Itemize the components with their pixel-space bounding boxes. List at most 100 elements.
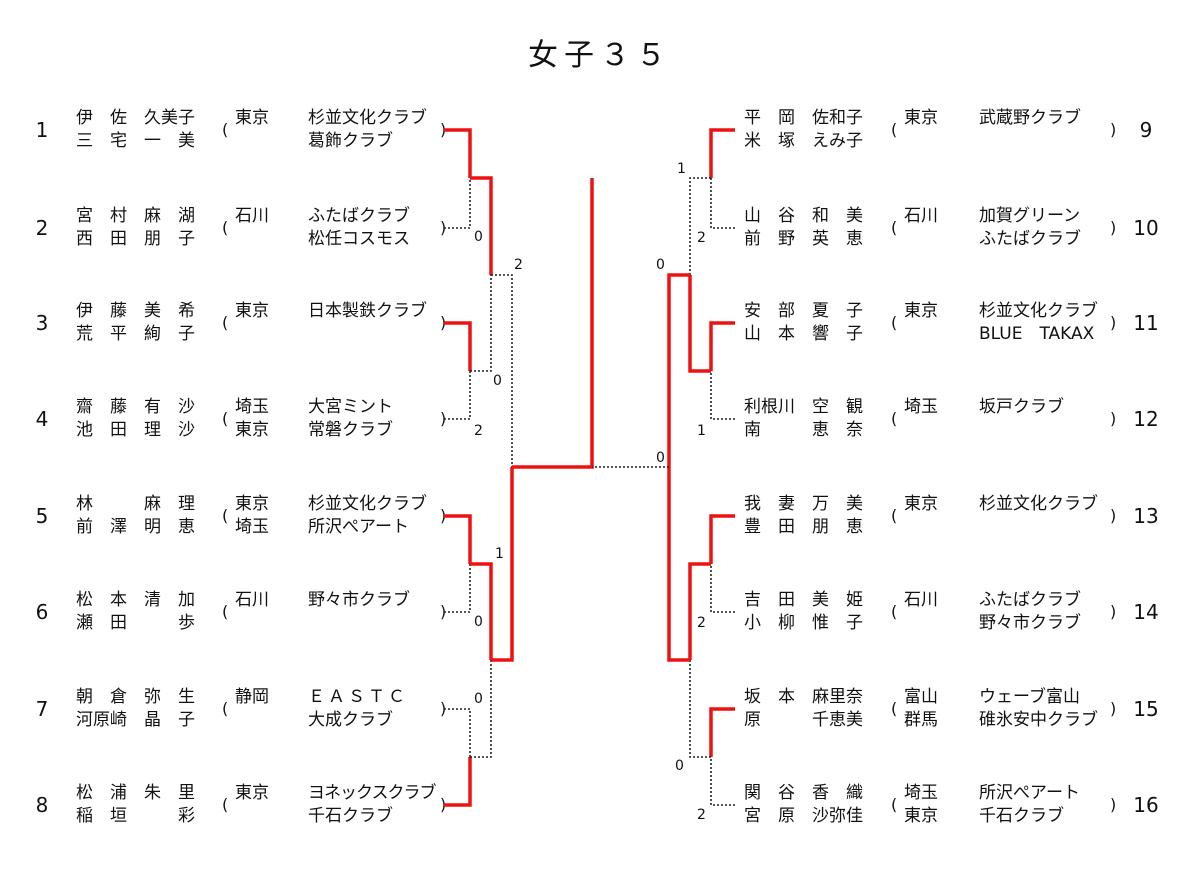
- lose-line-16: [710, 757, 735, 806]
- club-name: ヨネックスクラブ: [308, 783, 437, 803]
- club-name: ふたばクラブ: [979, 229, 1081, 249]
- win-line-r2-c: [470, 562, 493, 660]
- player-name: 宮 村 麻 湖: [76, 206, 195, 226]
- prefecture: 東京: [235, 783, 269, 803]
- player-names: 平 岡 佐和子米 塚 えみ子: [744, 107, 880, 153]
- player-name: 瀬 田 歩: [76, 613, 195, 633]
- club-name: 所沢ぺアート: [979, 783, 1080, 803]
- lose-line-10: [710, 178, 735, 229]
- player-name: 利根川 空 観: [744, 397, 863, 417]
- club-name: 大宮ミント: [308, 397, 393, 417]
- lose-line-sf-a: [491, 274, 513, 467]
- right-round2-lines: [688, 177, 711, 758]
- open-paren: (: [222, 506, 229, 525]
- prefecture: 石川: [904, 590, 938, 610]
- club-name: 野々市クラブ: [308, 590, 410, 610]
- player-name: 安 部 夏 子: [744, 301, 863, 321]
- club-name: 杉並文化クラブ: [979, 301, 1098, 321]
- win-line-r2-g: [688, 562, 711, 660]
- seed-number: 10: [1133, 216, 1159, 240]
- player-names: 齋 藤 有 沙池 田 理 沙: [76, 396, 212, 442]
- player-names: 松 本 清 加瀬 田 歩: [76, 589, 212, 635]
- seed-number: 16: [1133, 793, 1159, 817]
- prefecture: 静岡: [235, 687, 269, 707]
- close-paren: ): [1110, 218, 1117, 237]
- lose-line-r2-b: [470, 275, 492, 372]
- clubs: 杉並文化クラブ葛飾クラブ: [308, 107, 443, 153]
- clubs: ふたばクラブ野々市クラブ: [979, 589, 1114, 635]
- player-name: 伊 藤 美 希: [76, 301, 195, 321]
- club-name: 杉並文化クラブ: [308, 108, 427, 128]
- score-label: 0: [656, 450, 665, 466]
- prefectures: 石川: [904, 205, 964, 251]
- clubs: 坂戸クラブ: [979, 396, 1114, 442]
- seed-number: 2: [35, 216, 49, 240]
- seed-number: 14: [1133, 600, 1159, 624]
- player-names: 利根川 空 観南 恵 奈: [744, 396, 880, 442]
- club-name: 杉並文化クラブ: [308, 494, 427, 514]
- seed-number: 12: [1133, 407, 1159, 431]
- prefecture: 東京: [904, 494, 938, 514]
- player-name: 伊 佐 久美子: [76, 108, 195, 128]
- score-label: 0: [493, 373, 502, 389]
- score-label: 1: [697, 423, 706, 439]
- player-names: 伊 藤 美 希荒 平 絢 子: [76, 300, 212, 346]
- player-names: 松 浦 朱 里稲 垣 彩: [76, 782, 212, 828]
- open-paren: (: [222, 409, 229, 428]
- close-paren: ): [1110, 506, 1117, 525]
- player-name: 坂 本 麻里奈: [744, 687, 863, 707]
- lose-line-r2-d: [470, 660, 492, 758]
- prefecture: 埼玉: [904, 397, 938, 417]
- prefectures: 富山群馬: [904, 686, 964, 732]
- club-name: 大成クラブ: [308, 710, 393, 730]
- score-label: 2: [474, 423, 483, 439]
- prefectures: 東京: [235, 300, 295, 346]
- left-round1-lines: [444, 128, 472, 807]
- lose-line-r2-e: [689, 177, 711, 275]
- prefecture: 東京: [235, 108, 269, 128]
- club-name: 千石クラブ: [308, 806, 393, 826]
- close-paren: ): [440, 506, 447, 525]
- player-name: 米 塚 えみ子: [744, 131, 863, 151]
- open-paren: (: [891, 699, 898, 718]
- clubs: 武蔵野クラブ: [979, 107, 1114, 153]
- player-names: 安 部 夏 子山 本 響 子: [744, 300, 880, 346]
- score-label: 2: [514, 257, 523, 273]
- club-name: 坂戸クラブ: [979, 397, 1064, 417]
- seed-number: 8: [35, 793, 49, 817]
- player-name: 我 妻 万 美: [744, 494, 863, 514]
- lose-line-12: [710, 371, 735, 420]
- score-label: 0: [675, 758, 684, 774]
- player-names: 吉 田 美 姫小 柳 惟 子: [744, 589, 880, 635]
- prefecture: 東京: [235, 301, 269, 321]
- player-names: 朝 倉 弥 生河原崎 晶 子: [76, 686, 212, 732]
- player-name: 西 田 朋 子: [76, 229, 195, 249]
- score-label: 1: [495, 546, 504, 562]
- win-line-13: [709, 514, 735, 564]
- prefecture: 東京: [235, 494, 269, 514]
- prefecture: 石川: [235, 590, 269, 610]
- club-name: 杉並文化クラブ: [979, 494, 1098, 514]
- player-name: 小 柳 惟 子: [744, 613, 863, 633]
- club-name: 常磐クラブ: [308, 420, 393, 440]
- prefectures: 東京: [904, 493, 964, 539]
- win-line-1: [444, 128, 472, 178]
- prefecture: 埼玉: [904, 783, 938, 803]
- score-label: 1: [677, 161, 686, 177]
- seed-number: 3: [35, 311, 49, 335]
- club-name: 武蔵野クラブ: [979, 108, 1081, 128]
- prefecture: 埼玉: [235, 517, 269, 537]
- prefectures: 東京埼玉: [235, 493, 295, 539]
- prefectures: 石川: [235, 589, 295, 635]
- close-paren: ): [440, 699, 447, 718]
- player-name: 河原崎 晶 子: [76, 710, 195, 730]
- prefectures: 埼玉東京: [235, 396, 295, 442]
- open-paren: (: [891, 120, 898, 139]
- prefectures: 埼玉東京: [904, 782, 964, 828]
- open-paren: (: [222, 699, 229, 718]
- win-line-sf-c: [667, 273, 690, 467]
- player-name: 松 浦 朱 里: [76, 783, 195, 803]
- seed-number: 11: [1133, 311, 1159, 335]
